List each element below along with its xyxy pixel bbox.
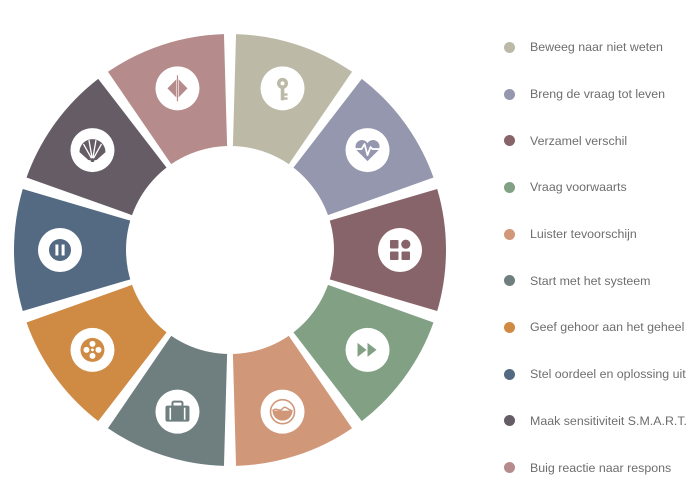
legend-item: Verzamel verschil bbox=[496, 117, 700, 164]
wheel-center bbox=[126, 146, 334, 354]
fan-icon bbox=[70, 128, 115, 173]
heartbeat-icon bbox=[345, 128, 390, 173]
film-reel-icon bbox=[70, 327, 115, 372]
segment-wedge bbox=[230, 189, 446, 311]
legend-item: Vraag voorwaarts bbox=[496, 164, 700, 211]
bowl-icon bbox=[260, 389, 305, 434]
legend-item: Buig reactie naar respons bbox=[496, 444, 700, 491]
legend-swatch bbox=[504, 181, 515, 193]
segment-wedge bbox=[14, 189, 230, 311]
legend-label: Geef gehoor aan het geheel bbox=[530, 320, 685, 335]
circular-diagram bbox=[14, 34, 446, 466]
legend-item: Maak sensitiviteit S.M.A.R.T. bbox=[496, 398, 700, 445]
legend-swatch bbox=[504, 368, 515, 380]
split-arrows-icon bbox=[155, 66, 200, 111]
legend-label: Stel oordeel en oplossing uit bbox=[530, 367, 686, 382]
wheel-segment bbox=[230, 189, 446, 311]
legend-item: Breng de vraag tot leven bbox=[496, 71, 700, 118]
legend-label: Buig reactie naar respons bbox=[530, 460, 672, 475]
legend-label: Breng de vraag tot leven bbox=[530, 87, 666, 102]
legend-label: Start met het systeem bbox=[530, 273, 651, 288]
key-icon bbox=[260, 66, 305, 111]
legend-item: Start met het systeem bbox=[496, 257, 700, 304]
pause-icon bbox=[38, 228, 82, 272]
fast-forward-icon bbox=[345, 327, 390, 372]
legend-swatch bbox=[504, 321, 515, 333]
legend-item: Luister tevoorschijn bbox=[496, 211, 700, 258]
legend-item: Beweeg naar niet weten bbox=[496, 24, 700, 71]
legend-label: Beweeg naar niet weten bbox=[530, 40, 663, 55]
legend-item: Stel oordeel en oplossing uit bbox=[496, 351, 700, 398]
legend-label: Maak sensitiviteit S.M.A.R.T. bbox=[530, 413, 687, 428]
wheel-segment bbox=[14, 189, 230, 311]
legend-swatch bbox=[504, 462, 515, 474]
briefcase-icon bbox=[155, 389, 200, 434]
legend-swatch bbox=[504, 275, 515, 287]
legend-label: Luister tevoorschijn bbox=[530, 227, 637, 242]
legend-label: Vraag voorwaarts bbox=[530, 180, 627, 195]
legend-swatch bbox=[504, 135, 515, 147]
legend: Beweeg naar niet weten Breng de vraag to… bbox=[496, 24, 700, 491]
legend-swatch bbox=[504, 41, 515, 53]
shapes-icon bbox=[378, 228, 422, 272]
legend-swatch bbox=[504, 228, 515, 240]
legend-swatch bbox=[504, 415, 515, 427]
legend-item: Geef gehoor aan het geheel bbox=[496, 304, 700, 351]
legend-swatch bbox=[504, 88, 515, 100]
legend-label: Verzamel verschil bbox=[530, 133, 628, 148]
